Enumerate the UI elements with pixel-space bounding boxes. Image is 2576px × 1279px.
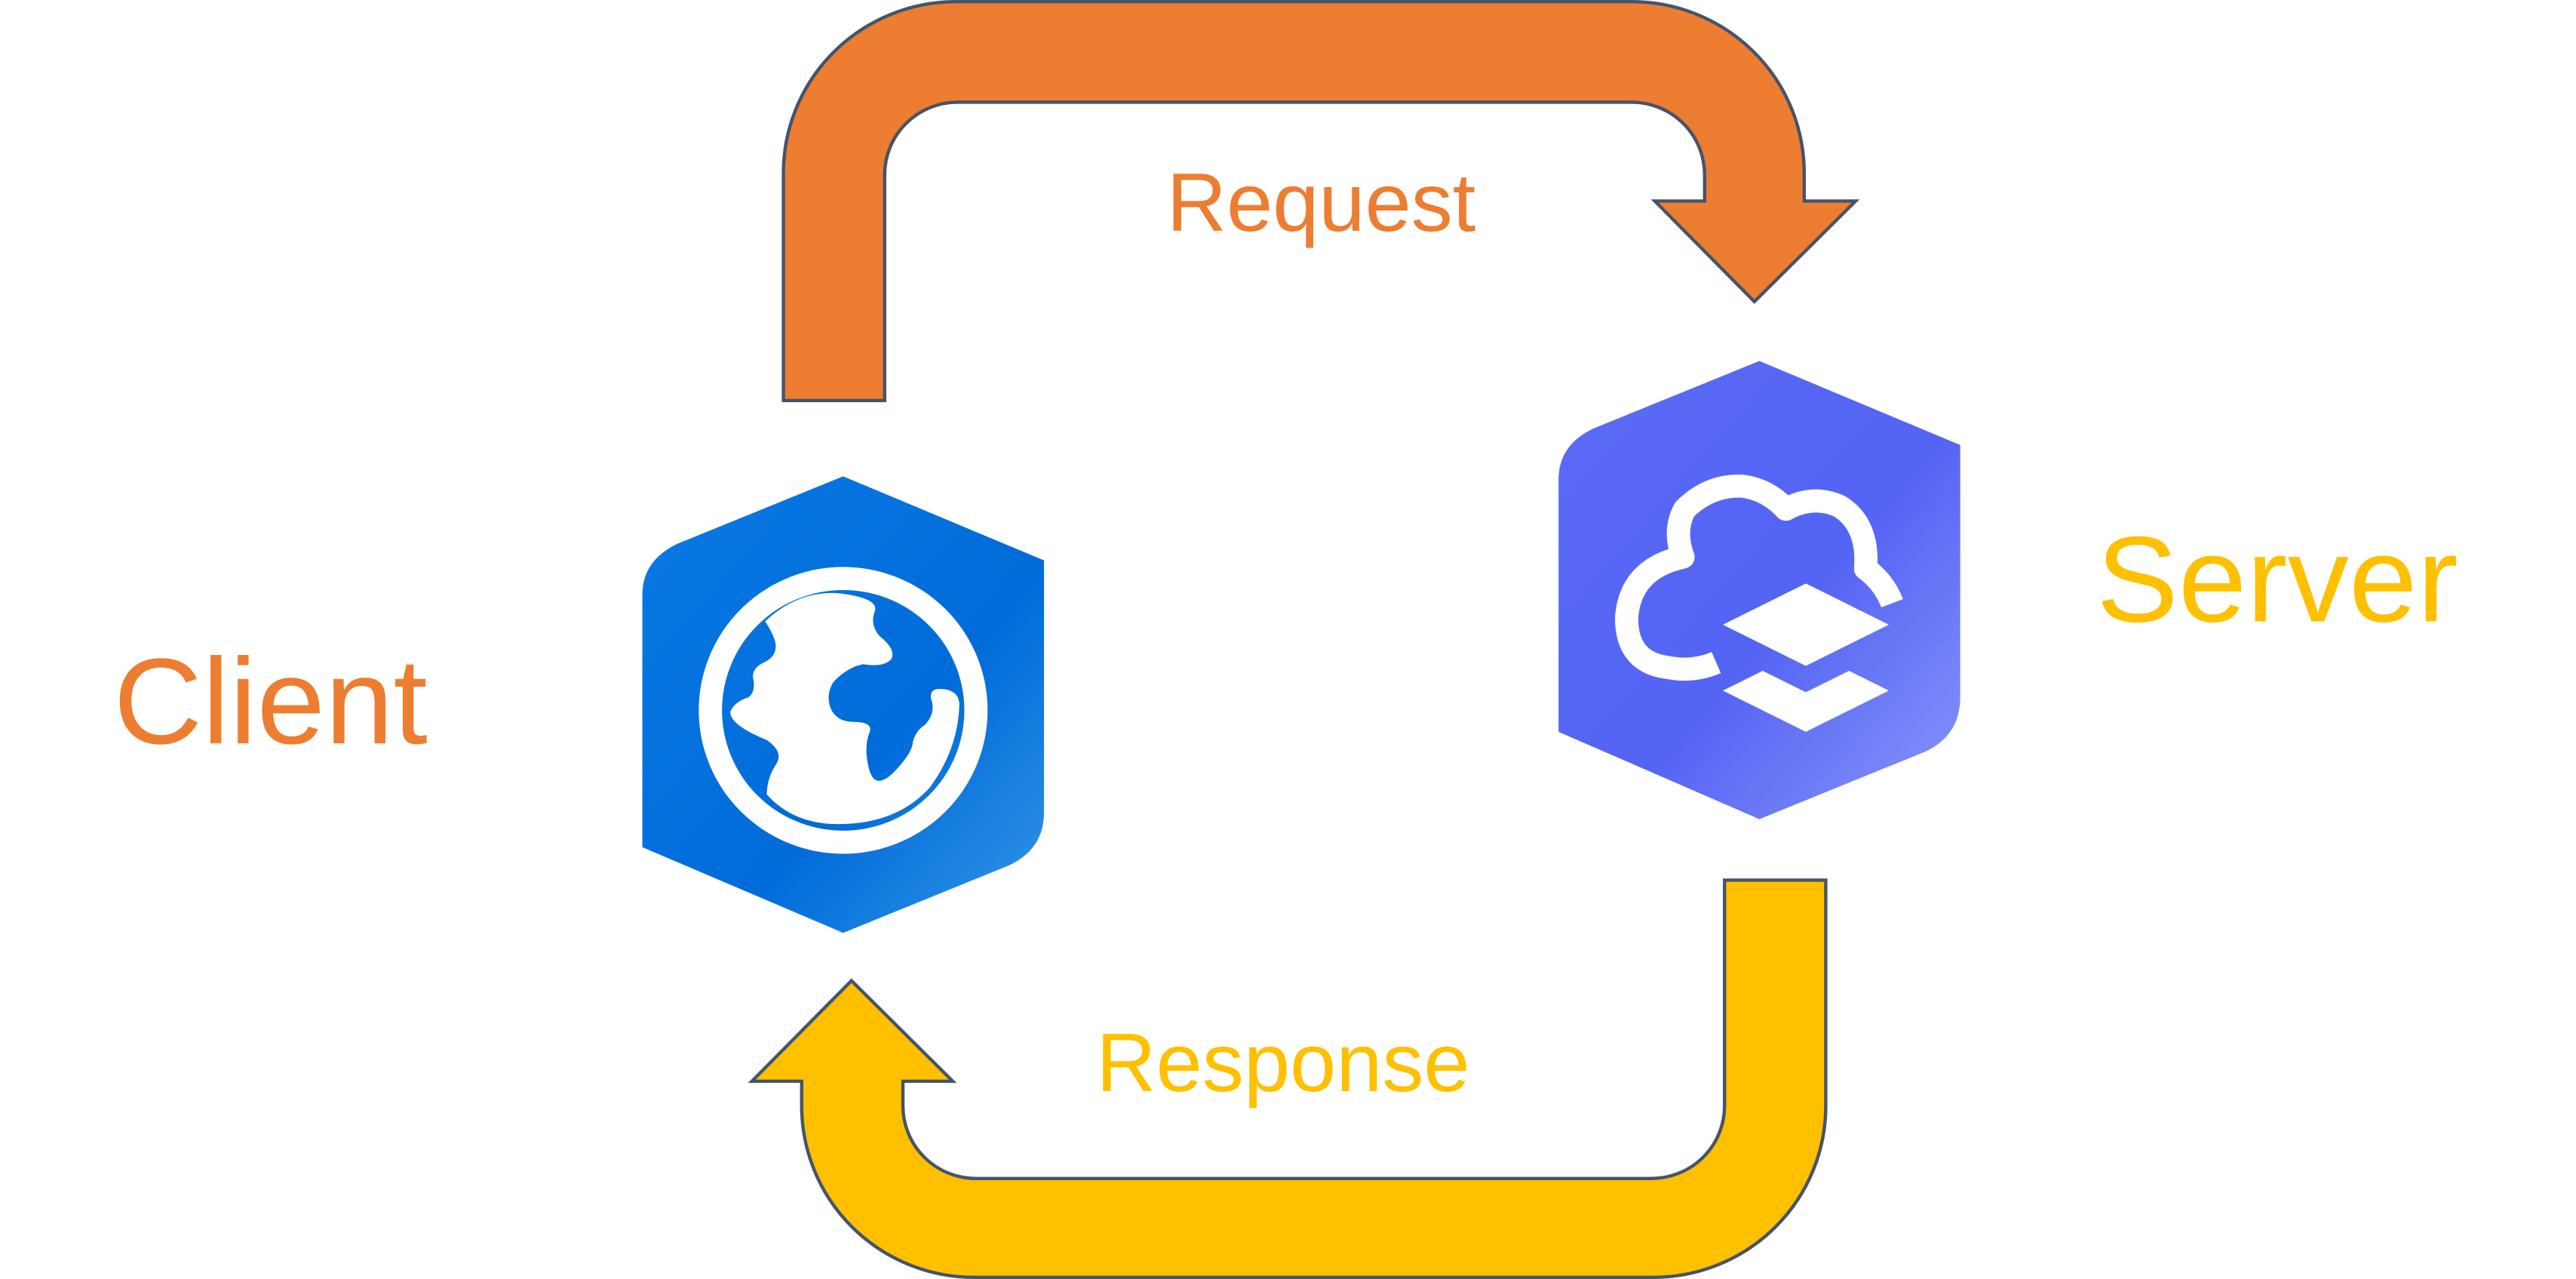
response-arrow (748, 878, 1828, 1279)
layer-top-icon (1723, 583, 1890, 666)
request-label: Request (1167, 157, 1476, 249)
server-label: Server (2096, 512, 2458, 647)
request-arrow (781, 0, 1860, 402)
layer-bottom-icon (1723, 671, 1890, 732)
cloud-icon (1614, 474, 1903, 681)
client-hexagon-icon (642, 476, 1045, 933)
client-label: Client (114, 634, 428, 770)
response-label: Response (1096, 1017, 1469, 1109)
server-hexagon-icon (1558, 361, 1960, 819)
globe-icon (698, 567, 988, 854)
